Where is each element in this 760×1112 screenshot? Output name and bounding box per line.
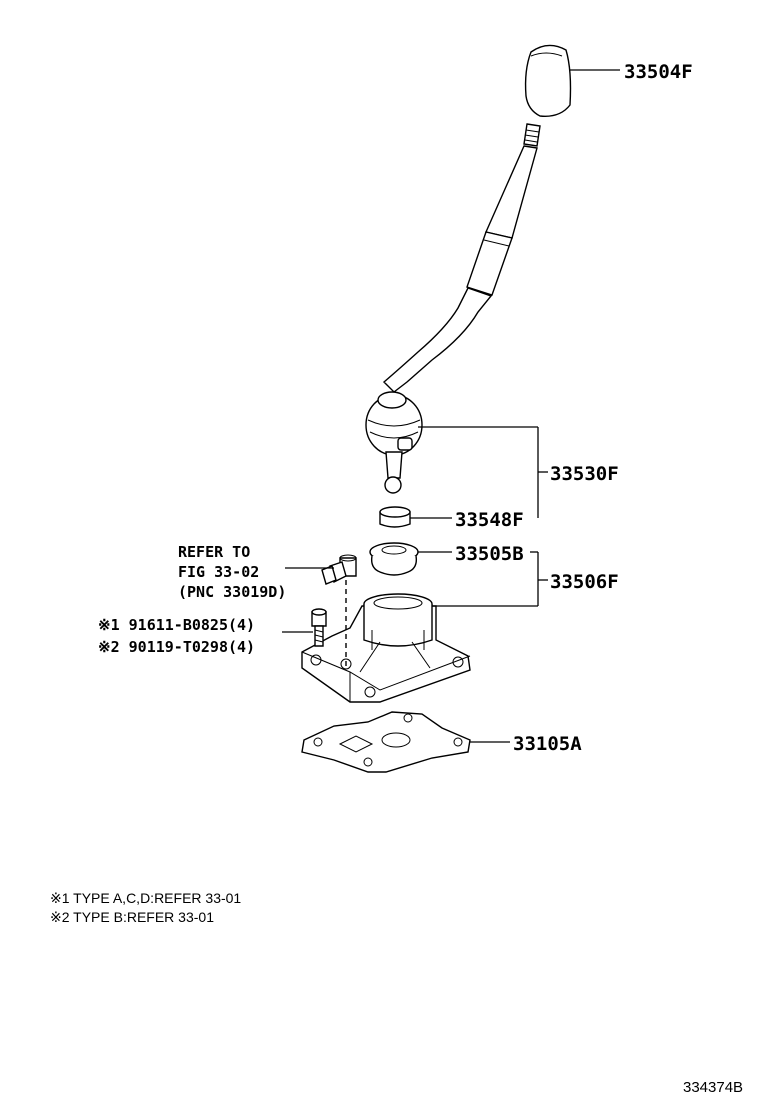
- refer-line-2: FIG 33-02: [178, 563, 259, 581]
- gasket: [301, 711, 471, 773]
- boot: [369, 542, 419, 576]
- bolt: [311, 608, 327, 647]
- part-label-33530f: 33530F: [550, 463, 619, 485]
- refer-line-1: REFER TO: [178, 543, 250, 561]
- shift-knob: [524, 44, 572, 117]
- bushing: [379, 506, 411, 528]
- bolt-label-2: ※2 90119-T0298(4): [98, 638, 255, 656]
- elbow-fitting: [321, 554, 357, 585]
- leader-lines: [282, 69, 620, 743]
- part-label-33105a: 33105A: [513, 733, 582, 755]
- bolt-label-1: ※1 91611-B0825(4): [98, 616, 255, 634]
- part-label-33506f: 33506F: [550, 571, 619, 593]
- shift-lever-rod: [382, 123, 541, 393]
- lever-housing: [365, 391, 423, 494]
- footnote-2: ※2 TYPE B:REFER 33-01: [50, 909, 214, 925]
- refer-line-3: (PNC 33019D): [178, 583, 286, 601]
- part-label-33504f: 33504F: [624, 61, 693, 83]
- footnote-1: ※1 TYPE A,C,D:REFER 33-01: [50, 890, 241, 906]
- part-label-33548f: 33548F: [455, 509, 524, 531]
- figure-id: 334374B: [683, 1079, 743, 1096]
- retainer: [301, 593, 471, 703]
- part-label-33505b: 33505B: [455, 543, 524, 565]
